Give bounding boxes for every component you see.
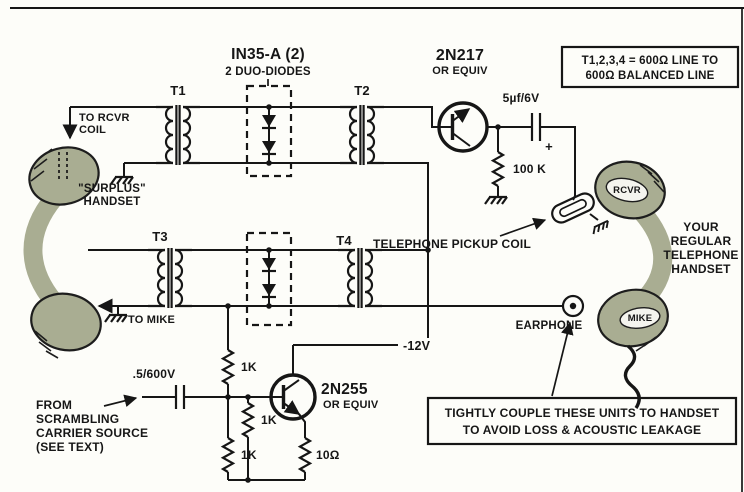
ear-cup bbox=[28, 146, 100, 206]
r5-label: 10Ω bbox=[316, 448, 340, 462]
c1-label: 5µf/6V bbox=[503, 91, 540, 105]
r1-label: 100 K bbox=[513, 162, 546, 176]
source-arrow bbox=[103, 394, 138, 407]
earphone-label: EARPHONE bbox=[516, 320, 583, 332]
c2-label: .5/600V bbox=[133, 367, 176, 381]
q2-name: 2N255 bbox=[321, 381, 368, 398]
surplus-handset bbox=[23, 146, 102, 359]
q2-equiv: OR EQUIV bbox=[323, 399, 379, 411]
supply-label: -12V bbox=[403, 339, 431, 353]
diodes-desc: 2 DUO-DIODES bbox=[225, 66, 311, 78]
transformer-t1 bbox=[154, 103, 202, 167]
transistor-2n217 bbox=[437, 101, 489, 153]
pickup-coil-label: TELEPHONE PICKUP COIL bbox=[373, 237, 531, 251]
resistor-10ohm bbox=[298, 436, 312, 474]
coupling-arrow-earphone bbox=[551, 321, 574, 397]
transformer-t4 bbox=[336, 246, 384, 310]
svg-text:TELEPHONE: TELEPHONE bbox=[663, 248, 738, 262]
to-rcvr-line2: COIL bbox=[79, 124, 106, 136]
t1-label: T1 bbox=[170, 83, 186, 98]
q1-equiv: OR EQUIV bbox=[432, 65, 488, 77]
t4-label: T4 bbox=[336, 233, 352, 248]
svg-text:TO AVOID LOSS & ACOUSTIC LEAKA: TO AVOID LOSS & ACOUSTIC LEAKAGE bbox=[463, 423, 701, 437]
pickup-coil-symbol bbox=[551, 192, 595, 224]
resistor-1k-a bbox=[221, 348, 235, 386]
t3-label: T3 bbox=[152, 229, 168, 244]
capacitor-5uf bbox=[530, 113, 542, 141]
resistor-100k bbox=[491, 150, 505, 188]
svg-text:SCRAMBLING: SCRAMBLING bbox=[36, 412, 119, 426]
t2-label: T2 bbox=[354, 83, 370, 98]
svg-text:600Ω BALANCED LINE: 600Ω BALANCED LINE bbox=[585, 70, 714, 82]
diodes-name: IN35-A (2) bbox=[231, 46, 305, 63]
svg-text:T1,2,3,4 = 600Ω LINE TO: T1,2,3,4 = 600Ω LINE TO bbox=[582, 55, 719, 67]
r3-label: 1K bbox=[261, 413, 277, 427]
c1-polarity: + bbox=[545, 139, 553, 154]
svg-text:CARRIER SOURCE: CARRIER SOURCE bbox=[36, 426, 148, 440]
r2-label: 1K bbox=[241, 360, 257, 374]
surplus-line1: "SURPLUS" bbox=[78, 183, 146, 195]
transistor-2n255 bbox=[269, 373, 317, 421]
pickup-label-arrow bbox=[499, 217, 547, 237]
svg-text:(SEE TEXT): (SEE TEXT) bbox=[36, 440, 104, 454]
circuit-wiring bbox=[62, 106, 599, 481]
rcvr-label: RCVR bbox=[613, 185, 641, 196]
transformer-t2 bbox=[338, 103, 386, 167]
junction-dots bbox=[225, 104, 501, 483]
r4-label: 1K bbox=[241, 448, 257, 462]
transformer-t3 bbox=[146, 246, 194, 310]
resistor-1k-c bbox=[221, 436, 235, 474]
mike-label: MIKE bbox=[628, 313, 653, 324]
to-mike-label: TO MIKE bbox=[128, 314, 175, 326]
svg-text:YOUR: YOUR bbox=[683, 220, 719, 234]
carrier-source-label: FROM SCRAMBLING CARRIER SOURCE (SEE TEXT… bbox=[36, 394, 148, 454]
regular-handset: RCVR MIKE bbox=[594, 160, 673, 409]
svg-text:TIGHTLY COUPLE THESE UNITS TO: TIGHTLY COUPLE THESE UNITS TO HANDSET bbox=[445, 406, 720, 420]
handset-cord bbox=[623, 344, 641, 409]
resistor-1k-b bbox=[241, 401, 255, 439]
page-border bbox=[10, 7, 744, 492]
capacitor-input bbox=[174, 385, 186, 409]
regular-handset-caption: YOUR REGULAR TELEPHONE HANDSET bbox=[663, 220, 738, 276]
mouth-cup bbox=[30, 292, 102, 352]
note-box-transformers: T1,2,3,4 = 600Ω LINE TO 600Ω BALANCED LI… bbox=[560, 45, 740, 89]
diode-block-upper bbox=[245, 84, 293, 178]
q1-name: 2N217 bbox=[436, 47, 484, 64]
earphone-symbol bbox=[561, 294, 585, 318]
surplus-line2: HANDSET bbox=[84, 196, 141, 208]
svg-text:FROM: FROM bbox=[36, 398, 72, 412]
svg-text:REGULAR: REGULAR bbox=[671, 234, 732, 248]
diode-block-lower bbox=[245, 231, 293, 327]
to-rcvr-line1: TO RCVR bbox=[79, 112, 130, 124]
note-box-coupling: TIGHTLY COUPLE THESE UNITS TO HANDSET TO… bbox=[426, 321, 738, 446]
svg-text:HANDSET: HANDSET bbox=[671, 262, 731, 276]
